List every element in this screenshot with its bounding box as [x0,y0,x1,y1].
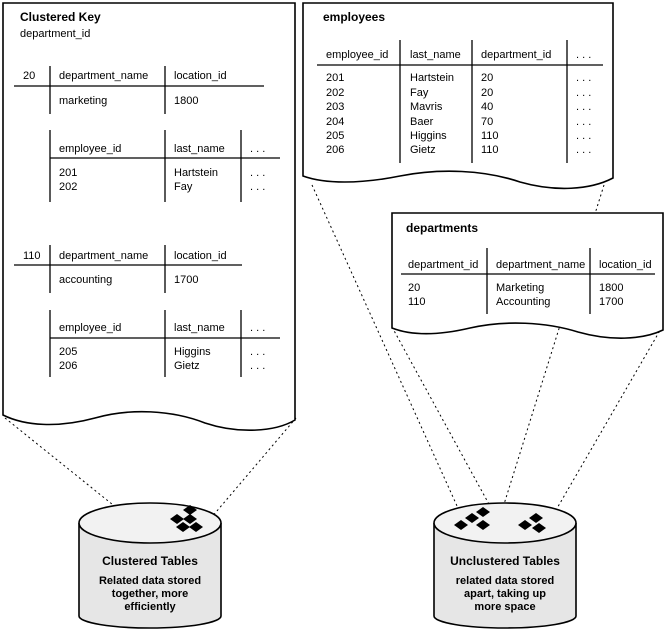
dept-value-name: marketing [59,95,107,107]
cluster-group-20: 20 department_name location_id marketing… [14,66,280,202]
employees-cell: Fay [410,87,429,99]
emp-header-more: . . . [250,143,265,155]
departments-cell: Accounting [496,296,550,308]
data-blocks-icon [454,507,546,533]
unclustered-caption-line: apart, taking up [464,588,546,600]
employees-page [302,2,614,190]
dept-value-location: 1700 [174,274,198,286]
employees-cell: . . . [576,116,591,128]
departments-cell: 1800 [599,282,623,294]
departments-header: location_id [599,259,652,271]
clustered-caption-line: efficiently [124,601,176,613]
employees-cell: Baer [410,116,434,128]
employees-cell: . . . [576,72,591,84]
employees-cell: 205 [326,130,344,142]
departments-header: department_name [496,259,585,271]
cylinder-top [433,502,577,544]
emp-header-lastname: last_name [174,143,225,155]
departments-page [391,212,664,339]
emp-row-lastname: Gietz [174,360,200,372]
departments-title: departments [406,221,478,235]
employees-header: last_name [410,49,461,61]
employees-cell: 202 [326,87,344,99]
emp-row-id: 202 [59,181,77,193]
employees-cell: . . . [576,101,591,113]
emp-row-more: . . . [250,360,265,372]
employees-cell: . . . [576,87,591,99]
departments-cell: Marketing [496,282,544,294]
emp-header-lastname: last_name [174,322,225,334]
employees-cell: 203 [326,101,344,113]
emp-row-lastname: Fay [174,181,193,193]
employees-header: department_id [481,49,551,61]
emp-header-id: employee_id [59,322,121,334]
emp-row-more: . . . [250,167,265,179]
cylinder-body [78,523,222,629]
unclustered-tables-cylinder: Unclustered Tables related data stored a… [433,502,577,629]
clustered-key-subtitle: department_id [20,28,90,40]
departments-header: department_id [408,259,478,271]
emp-header-id: employee_id [59,143,121,155]
employees-header: employee_id [326,49,388,61]
dept-value-location: 1800 [174,95,198,107]
employees-cell: 110 [481,130,499,142]
departments-cell: 20 [408,282,420,294]
dept-header-location: location_id [174,250,227,262]
departments-document: departments department_id department_nam… [391,212,664,339]
dept-value-name: accounting [59,274,112,286]
clustered-tables-cylinder: Clustered Tables Related data stored tog… [78,502,222,629]
employees-cell: 20 [481,72,493,84]
cluster-key-value: 20 [23,70,35,82]
employees-document: employees employee_id last_name departme… [302,2,614,190]
departments-cell: 1700 [599,296,623,308]
dept-header-location: location_id [174,70,227,82]
emp-row-id: 205 [59,346,77,358]
cluster-group-110: 110 department_name location_id accounti… [14,245,280,377]
employees-cell: . . . [576,130,591,142]
employees-header: . . . [576,49,591,61]
clustered-key-title: Clustered Key [20,10,101,24]
unclustered-tables-title: Unclustered Tables [450,554,560,568]
departments-cell: 110 [408,296,426,308]
cluster-key-value: 110 [23,250,41,262]
emp-row-more: . . . [250,181,265,193]
clustered-key-page [2,2,296,431]
projection-lines [4,184,663,526]
employees-cell: 40 [481,101,493,113]
emp-header-more: . . . [250,322,265,334]
employees-cell: 110 [481,144,499,156]
employees-cell: . . . [576,144,591,156]
employees-rows: 201 Hartstein 20 . . . 202 Fay 20 . . . … [326,72,591,156]
cylinder-body [433,523,577,629]
employees-cell: 201 [326,72,344,84]
employees-cell: Hartstein [410,72,454,84]
clustered-caption-line: together, more [112,588,188,600]
cylinder-top [78,502,222,544]
emp-row-lastname: Hartstein [174,167,218,179]
dept-header-name: department_name [59,250,148,262]
emp-row-more: . . . [250,346,265,358]
unclustered-caption-line: related data stored [456,575,554,587]
unclustered-caption-line: more space [474,601,535,613]
data-blocks-icon [170,505,203,532]
clustered-caption-line: Related data stored [99,575,201,587]
employees-cell: Gietz [410,144,436,156]
employees-cell: 204 [326,116,344,128]
employees-cell: 70 [481,116,493,128]
emp-row-id: 206 [59,360,77,372]
clustered-tables-title: Clustered Tables [102,554,198,568]
emp-row-lastname: Higgins [174,346,211,358]
employees-cell: 206 [326,144,344,156]
employees-cell: 20 [481,87,493,99]
employees-cell: Mavris [410,101,443,113]
clustered-key-document: Clustered Key department_id 20 departmen… [2,2,296,431]
emp-row-id: 201 [59,167,77,179]
employees-title: employees [323,10,385,24]
employees-cell: Higgins [410,130,447,142]
dept-header-name: department_name [59,70,148,82]
